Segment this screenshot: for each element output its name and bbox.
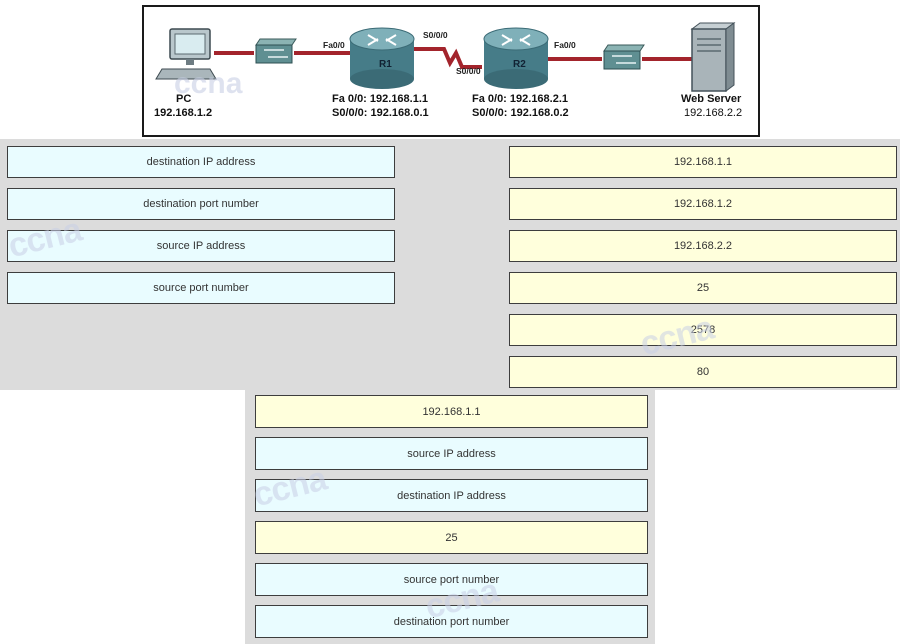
router-r2-icon: [483, 27, 549, 89]
pc-ip: 192.168.1.2: [154, 107, 213, 119]
r1-serial-address: S0/0/0: 192.168.0.1: [332, 107, 429, 119]
option-destination-port-number[interactable]: destination port number: [7, 188, 395, 220]
option-value-192-168-2-2[interactable]: 192.168.2.2: [509, 230, 897, 262]
web-server-label: Web Server: [681, 93, 742, 105]
pc-icon: [155, 28, 217, 80]
option-destination-ip-address[interactable]: destination IP address: [7, 146, 395, 178]
web-server-icon: [690, 22, 736, 92]
drag-options-panel: destination IP address destination port …: [0, 139, 900, 390]
answer-slot-4[interactable]: 25: [255, 521, 648, 554]
r2-fa-address: Fa 0/0: 192.168.2.1: [472, 93, 569, 105]
router-r1-name: R1: [379, 59, 392, 70]
switch-2-icon: [603, 44, 645, 70]
answer-slot-1[interactable]: 192.168.1.1: [255, 395, 648, 428]
option-value-2578[interactable]: 2578: [509, 314, 897, 346]
r1-serial-port-label: S0/0/0: [423, 30, 448, 40]
option-value-25[interactable]: 25: [509, 272, 897, 304]
network-topology-diagram: ccna R1 R2 Fa0/0 S0/0/0 S0/0/0 Fa0/0 PC …: [142, 5, 760, 137]
answer-slot-3[interactable]: destination IP address: [255, 479, 648, 512]
router-r1-icon: [349, 27, 415, 89]
option-value-80[interactable]: 80: [509, 356, 897, 388]
option-value-192-168-1-1[interactable]: 192.168.1.1: [509, 146, 897, 178]
answer-slot-2[interactable]: source IP address: [255, 437, 648, 470]
topology-drawing: ccna: [155, 22, 736, 100]
r2-fa-port-label: Fa0/0: [554, 40, 576, 50]
switch-1-icon: [255, 38, 297, 64]
link-serial-r1-r2: [412, 47, 482, 69]
pc-label: PC: [176, 93, 192, 105]
r1-fa-port-label: Fa0/0: [323, 40, 345, 50]
answer-slot-5[interactable]: source port number: [255, 563, 648, 596]
answer-slot-6[interactable]: destination port number: [255, 605, 648, 638]
r2-serial-port-label: S0/0/0: [456, 66, 481, 76]
answer-drop-panel: 192.168.1.1 source IP address destinatio…: [245, 390, 655, 644]
web-server-ip: 192.168.2.2: [684, 107, 743, 119]
option-source-ip-address[interactable]: source IP address: [7, 230, 395, 262]
option-source-port-number[interactable]: source port number: [7, 272, 395, 304]
r1-fa-address: Fa 0/0: 192.168.1.1: [332, 93, 429, 105]
r2-serial-address: S0/0/0: 192.168.0.2: [472, 107, 569, 119]
diagram-watermark: ccna: [174, 67, 243, 100]
option-value-192-168-1-2[interactable]: 192.168.1.2: [509, 188, 897, 220]
router-r2-name: R2: [513, 59, 526, 70]
